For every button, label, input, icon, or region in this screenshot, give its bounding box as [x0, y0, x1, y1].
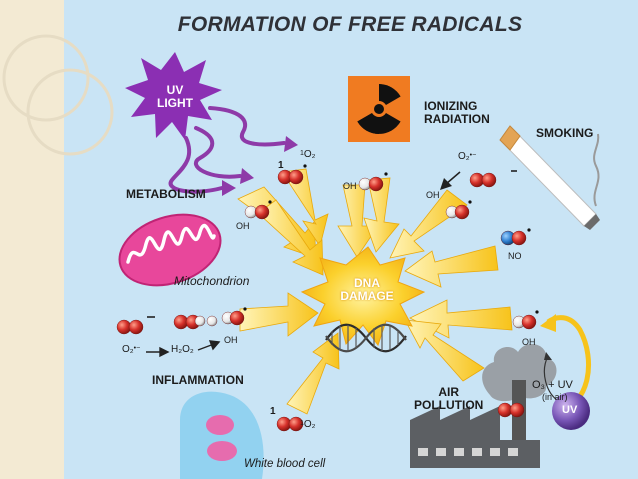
electron-dashes	[147, 170, 517, 318]
molecule-no	[500, 230, 527, 246]
arrow-smoke-2	[404, 245, 499, 288]
molecule-oh-inflam	[221, 310, 245, 326]
nitric-oxide-label: NO	[508, 251, 522, 261]
dna-damage-label: DNA DAMAGE	[336, 276, 398, 304]
arrow-wbc	[286, 332, 340, 415]
air-pollution-line2: POLLUTION	[414, 398, 484, 413]
superoxide-inflam-label: O₂•−	[122, 344, 141, 356]
uv-light-label-line1: UV	[166, 83, 184, 97]
uv-light-star	[125, 52, 222, 140]
air-uv-cycle	[540, 314, 592, 430]
arrow-metabolism	[257, 199, 324, 276]
uv-arrowheads	[222, 136, 298, 196]
molecule-o2-super-top	[469, 172, 497, 188]
cigarette-icon	[499, 125, 600, 230]
dna-damage-line2: DAMAGE	[340, 289, 394, 304]
arrow-radiation-1	[337, 184, 379, 258]
ionizing-label-line2: RADIATION	[424, 112, 490, 127]
uv-light-label-line2: LIGHT	[157, 96, 193, 111]
inflammation-label: INFLAMMATION	[152, 373, 244, 387]
ionizing-label-line1: IONIZING	[424, 99, 478, 113]
singlet-prefix-uv: 1	[278, 160, 284, 171]
arrow-air	[404, 319, 485, 382]
superoxide-inflam-formula: O₂	[122, 344, 134, 355]
molecules	[116, 169, 537, 432]
arrow-inflammation	[239, 292, 319, 337]
left-band	[0, 0, 64, 479]
dna-damage-burst	[300, 246, 426, 347]
singlet-oxygen-wbc: 1O₂	[300, 419, 316, 431]
singlet-oxygen-wbc-formula: O₂	[303, 419, 316, 430]
arrows-to-dna	[237, 168, 513, 415]
arrow-uv-2	[281, 168, 329, 247]
singlet-oxygen-wbc-prefix: 1	[300, 420, 304, 427]
radical-dots	[243, 164, 539, 314]
molecule-oh-right	[512, 314, 537, 330]
ozone-uv-label: O₃ + UV	[532, 379, 573, 391]
hydroxyl-radiation-label: OH	[343, 181, 357, 191]
molecule-oh-metabolism	[244, 204, 270, 220]
white-blood-cell-label: White blood cell	[244, 458, 326, 470]
mitochondrion-icon	[118, 213, 222, 287]
factory-icon	[410, 344, 557, 468]
molecule-o2-air	[497, 402, 525, 418]
uv-light-label: UV LIGHT	[150, 83, 200, 111]
molecule-o2-inflam-1	[116, 319, 144, 335]
mitochondrion-label: Mitochondrion	[174, 274, 250, 288]
superoxide-inflam-charge: •−	[133, 345, 141, 352]
page-title: FORMATION OF FREE RADICALS	[177, 13, 523, 36]
hydroxyl-inflam-label: OH	[224, 335, 238, 345]
superoxide-arrow	[440, 171, 461, 190]
hydrogen-peroxide-label: H₂O₂	[171, 344, 194, 355]
superoxide-top-charge: •−	[469, 152, 477, 159]
dna-damage-line1: DNA	[354, 276, 380, 290]
air-pollution-line1: AIR	[438, 385, 459, 399]
air-pollution-label: AIR POLLUTION	[414, 385, 484, 413]
decorative-rings	[2, 34, 114, 156]
molecule-o2-wbc	[276, 416, 304, 432]
in-air-label: (in air)	[542, 392, 568, 402]
molecule-oh-radiation	[358, 176, 384, 192]
smoking-label: SMOKING	[536, 126, 594, 140]
superoxide-top-label: O₂•−	[458, 151, 477, 163]
singlet-prefix-wbc: 1	[270, 406, 276, 417]
ionizing-radiation-label: IONIZING RADIATION	[424, 99, 490, 127]
singlet-oxygen-uv-prefix: 1	[300, 150, 304, 157]
white-blood-cell-icon	[180, 391, 264, 479]
hydroxyl-right-label: OH	[522, 337, 536, 347]
dna-helix	[325, 323, 407, 353]
superoxide-top-formula: O₂	[458, 151, 470, 162]
hydroxyl-smoke-label: OH	[426, 190, 440, 200]
singlet-oxygen-uv: 1O₂	[300, 149, 316, 161]
molecule-oh-smoke	[445, 204, 470, 220]
hydroxyl-metabolism-label: OH	[236, 221, 250, 231]
singlet-oxygen-uv-formula: O₂	[303, 149, 316, 160]
uv-arrows	[168, 106, 286, 194]
uv-ball-label: UV	[562, 404, 578, 416]
molecule-o2-uv	[277, 169, 304, 185]
molecule-h2o2-inflam	[194, 315, 218, 327]
inflammation-arrows	[146, 340, 221, 358]
radiation-icon	[348, 76, 410, 142]
arrow-radiation-2	[363, 177, 400, 253]
metabolism-label: METABOLISM	[126, 187, 206, 201]
